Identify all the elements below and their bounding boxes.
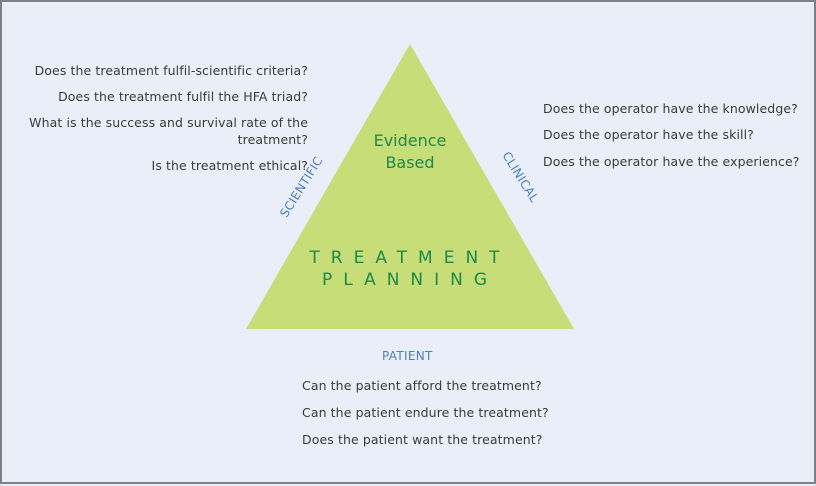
clinical-question-3: Does the operator have the experience? [543,154,800,169]
patient-side-label: PATIENT [382,349,433,363]
evidence-triangle [246,44,574,329]
patient-question-1: Can the patient afford the treatment? [302,378,542,393]
scientific-question-3-line1: What is the success and survival rate of… [29,115,308,130]
scientific-question-2: Does the treatment fulfil the HFA triad? [58,89,308,104]
evidence-label-line1: Evidence [373,131,447,150]
patient-question-3: Does the patient want the treatment? [302,432,543,447]
patient-question-2: Can the patient endure the treatment? [302,405,549,420]
scientific-question-3-line2: treatment? [237,132,308,147]
scientific-question-4: Is the treatment ethical? [151,158,308,173]
planning-label: PLANNING [321,270,499,290]
scientific-question-1: Does the treatment fulfil-scientific cri… [34,63,308,78]
clinical-question-2: Does the operator have the skill? [543,127,754,142]
treatment-label: TREATMENT [309,248,511,268]
evidence-based-label: Evidence Based [350,130,470,174]
clinical-question-1: Does the operator have the knowledge? [543,101,798,116]
evidence-label-line2: Based [385,153,435,172]
